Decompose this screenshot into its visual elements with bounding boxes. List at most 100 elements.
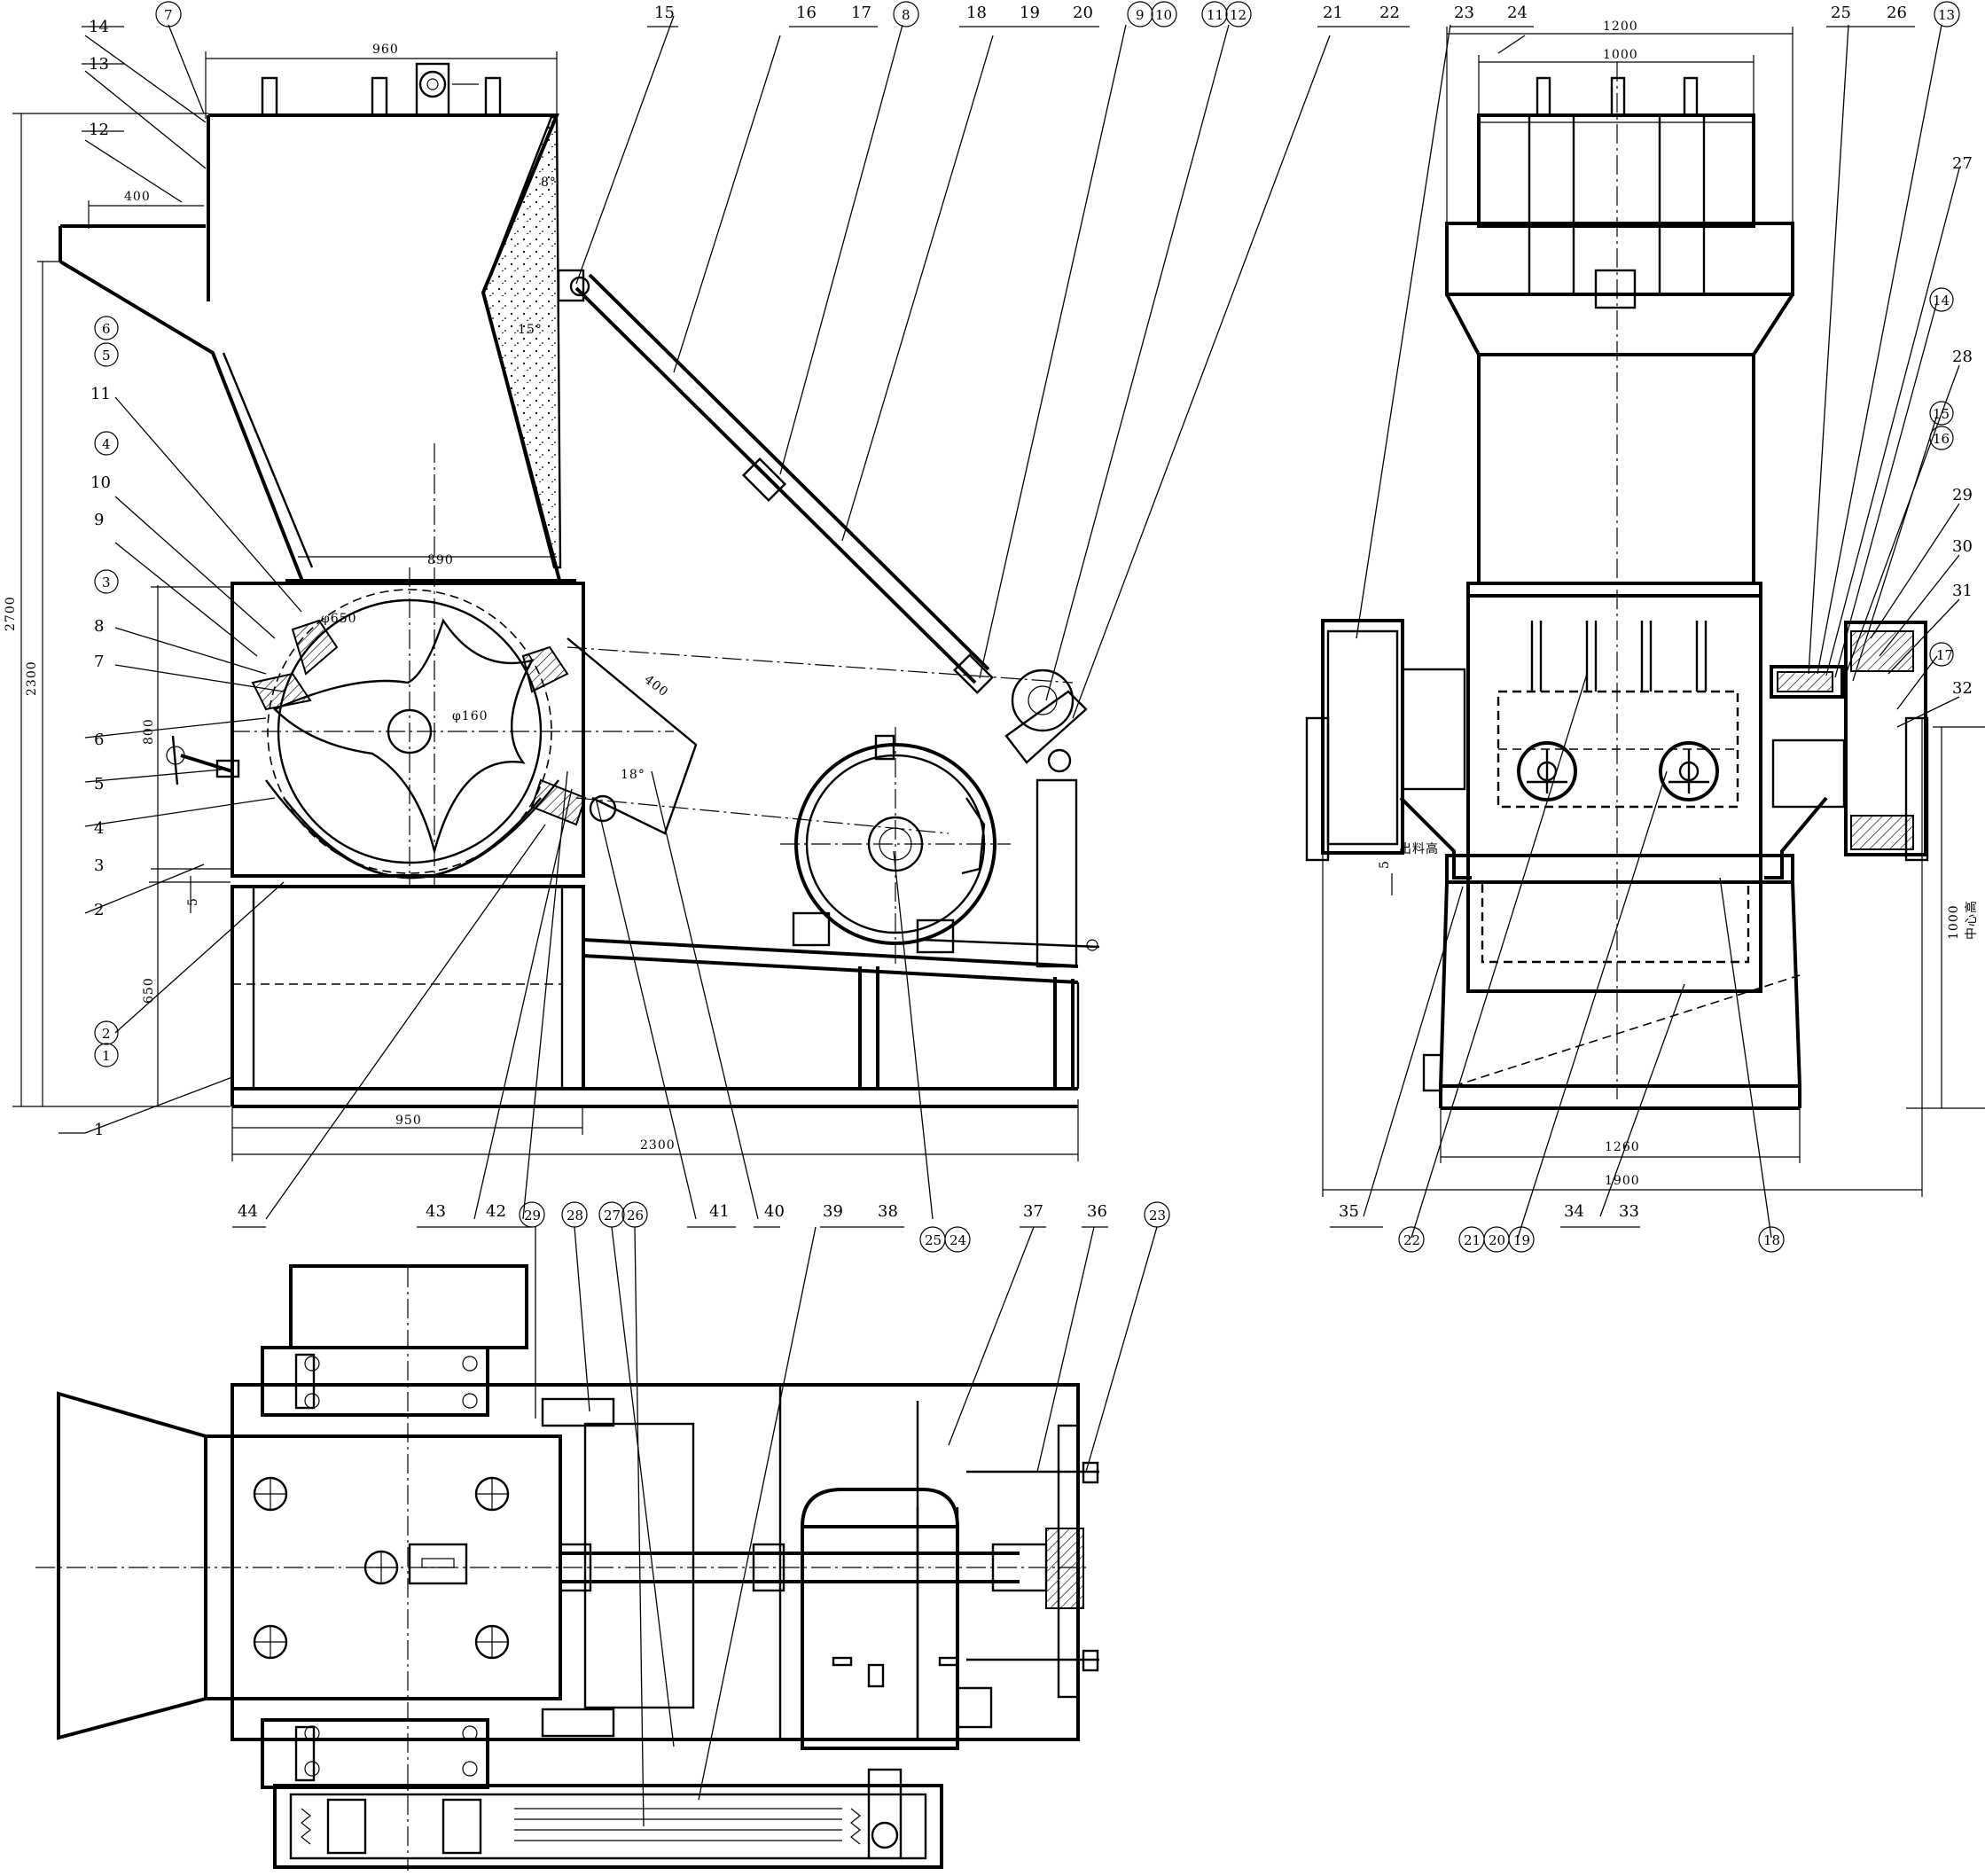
circled-labels-side-top [155,1,1252,27]
label-12: 12 [89,121,109,139]
plan-balloon-28: 28 [567,1208,583,1223]
end-top-fittings [1536,76,1699,117]
plan-balloon-26: 26 [627,1208,644,1223]
plan-balloon-27: 27 [604,1208,621,1223]
label-19: 19 [1020,4,1040,22]
dim-end-1200: 1200 [1603,20,1638,34]
dim-side-angle-15: 15° [518,323,543,337]
circled-labels-end-right [1929,1,1960,667]
label-left-6: 6 [94,731,104,749]
hopper-top-fittings [261,62,502,117]
balloon-left-6: 6 [102,321,111,337]
label-16: 16 [796,4,817,22]
dim-side-400-arm: 400 [642,673,671,700]
label-left-11: 11 [90,385,111,403]
dim-side-800: 800 [142,718,156,745]
circled-labels-side-left [94,316,119,1067]
dim-side-angle-8: 8° [541,176,557,190]
dim-side-2300-v: 2300 [25,661,39,696]
end-balloon-14: 14 [1933,293,1950,309]
balloon-left-2: 2 [102,1026,111,1042]
end-label-25: 25 [1831,4,1851,22]
end-view-leaders [1356,24,1960,1239]
label-left-5: 5 [94,775,104,793]
label-22: 22 [1379,4,1400,22]
plan-label-39: 39 [823,1202,843,1221]
end-label-35: 35 [1339,1202,1359,1221]
label-41: 41 [709,1202,730,1221]
end-view [1305,27,1985,1197]
dim-side-angle-18: 18° [621,768,645,782]
balloon-left-5: 5 [102,348,111,363]
side-view-leaders [59,15,1331,1220]
dim-end-1900: 1900 [1605,1174,1640,1188]
label-17: 17 [851,4,871,22]
balloon-12: 12 [1230,7,1246,23]
dim-rotor-160: φ160 [452,709,488,723]
plan-balloon-23: 23 [1149,1208,1166,1223]
end-pulley [1770,621,1929,862]
end-balloon-15: 15 [1933,406,1950,422]
balloon-11: 11 [1207,7,1223,23]
balloon-8: 8 [902,7,910,23]
side-view [12,51,1100,1161]
dim-end-1000-v: 1000 [1947,904,1961,940]
dim-side-400: 400 [124,190,151,204]
balloon-24: 24 [950,1232,966,1248]
end-label-31: 31 [1952,582,1973,600]
end-balloon-16: 16 [1933,431,1950,447]
end-balloon-17: 17 [1936,647,1953,663]
dim-end-1260: 1260 [1605,1140,1640,1154]
dim-side-960: 960 [372,43,399,57]
end-motor [1305,619,1466,862]
label-42: 42 [486,1202,506,1221]
label-21: 21 [1323,4,1343,22]
dim-side-2300: 2300 [640,1138,676,1153]
label-44: 44 [238,1202,258,1221]
dim-rotor-650: φ650 [321,612,357,626]
balloon-left-3: 3 [102,575,111,590]
plan-bolt-circles [253,1476,510,1660]
end-balloon-21: 21 [1464,1232,1481,1248]
circled-labels-side-bottom [919,1226,971,1253]
end-label-26: 26 [1887,4,1907,22]
motor-side [780,727,1011,966]
balloon-10: 10 [1155,7,1172,23]
label-left-9: 9 [94,511,104,529]
end-label-23: 23 [1454,4,1474,22]
text-outlet-height: 出料高 [1399,841,1439,856]
end-label-28: 28 [1952,348,1973,366]
circled-labels-end-bottom [1398,1226,1785,1253]
end-balloon-13: 13 [1938,7,1955,23]
end-balloon-20: 20 [1489,1232,1505,1248]
end-handwheels [1517,741,1719,801]
label-20: 20 [1073,4,1093,22]
end-balloon-18: 18 [1763,1232,1780,1248]
balloon-left-1: 1 [102,1048,111,1064]
plan-view [35,1264,1099,1871]
balloon-left-4: 4 [102,436,111,452]
label-left-3: 3 [94,856,104,875]
label-15: 15 [654,4,675,22]
dim-side-5: 5 [186,897,200,906]
end-label-27: 27 [1952,154,1973,173]
label-40: 40 [764,1202,785,1221]
plan-label-36: 36 [1087,1202,1107,1221]
dim-end-5: 5 [1378,860,1392,869]
plan-balloon-29: 29 [524,1208,541,1223]
plan-view-leaders [535,1226,1158,1827]
label-left-2: 2 [94,901,104,919]
label-18: 18 [966,4,987,22]
plan-label-37: 37 [1023,1202,1043,1221]
dim-end-1000: 1000 [1603,48,1638,62]
label-left-10: 10 [90,473,111,492]
end-label-30: 30 [1952,537,1973,556]
end-label-24: 24 [1507,4,1528,22]
end-knife-bolts [1530,621,1708,692]
label-left-4: 4 [94,819,104,838]
plan-label-38: 38 [878,1202,898,1221]
label-left-7: 7 [94,653,104,671]
dim-side-950: 950 [395,1114,422,1128]
adjusting-handwheel [166,735,240,786]
